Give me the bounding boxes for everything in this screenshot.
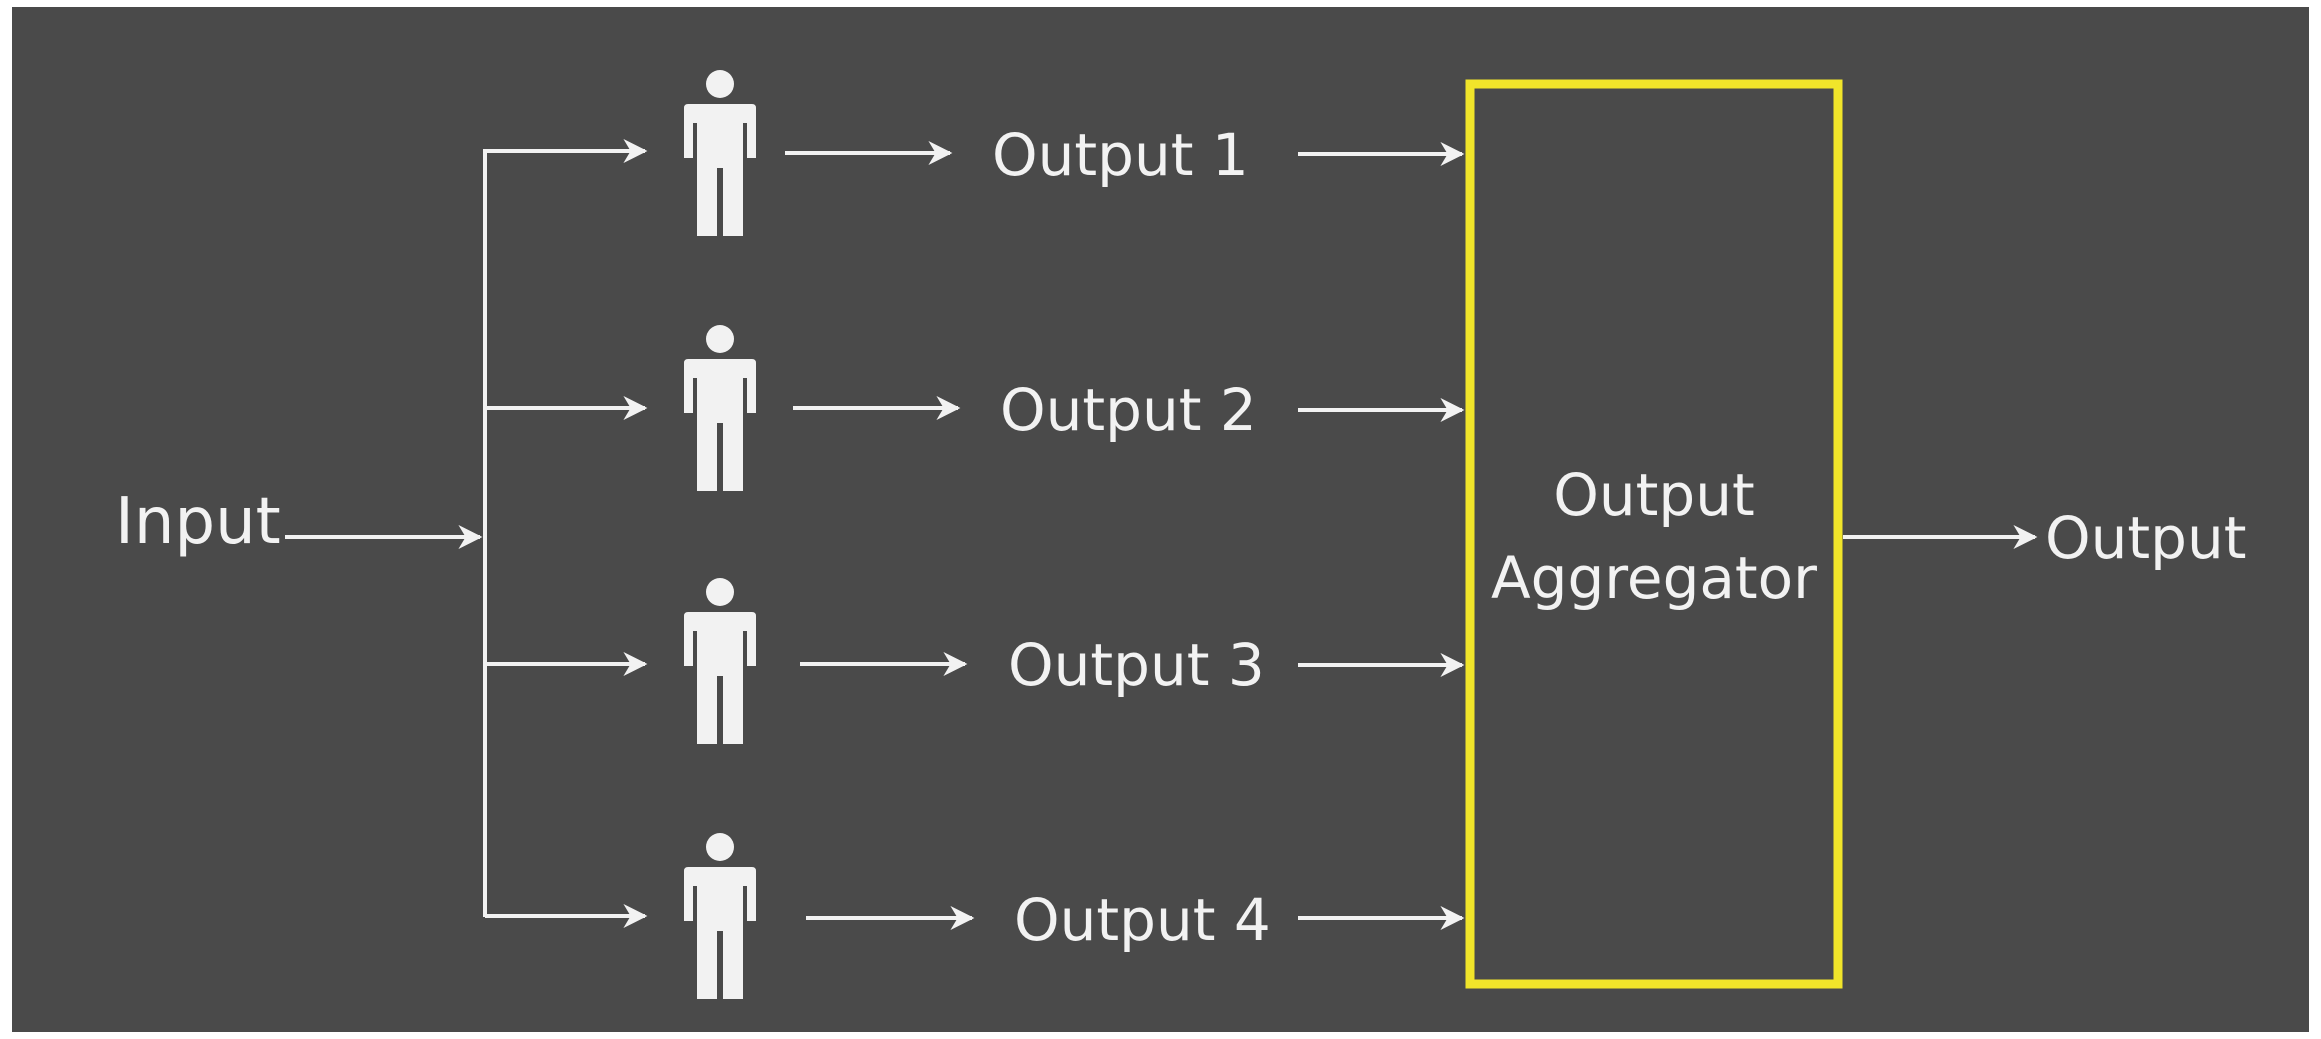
worker-output-label-1: Output 1 — [992, 121, 1249, 189]
final-output-label: Output — [2045, 504, 2246, 572]
output-aggregator-box — [1465, 79, 1843, 989]
worker-output-label-4: Output 4 — [1014, 886, 1271, 954]
aggregator-label-line1: Output — [1553, 461, 1754, 529]
worker-output-label-3: Output 3 — [1008, 631, 1265, 699]
diagram-background — [12, 7, 2309, 1032]
input-label: Input — [115, 485, 281, 559]
aggregator-label-line2: Aggregator — [1491, 544, 1817, 612]
worker-output-label-2: Output 2 — [1000, 376, 1257, 444]
